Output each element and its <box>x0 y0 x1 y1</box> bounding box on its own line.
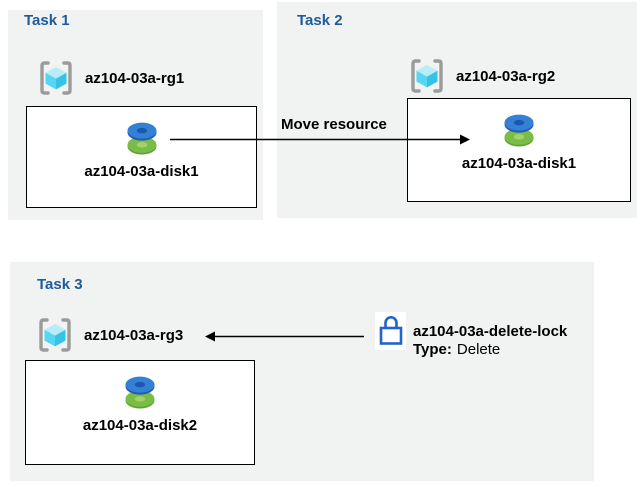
task3-panel: Task 3 az104-03a-rg3 az104-03a-disk2 <box>10 262 594 481</box>
move-resource-label: Move resource <box>281 116 387 133</box>
task1-panel: Task 1 az104-03a-rg1 az104-03a-disk1 <box>8 10 263 220</box>
task2-resource-group-label: az104-03a-rg2 <box>456 67 556 85</box>
lock-name: az104-03a-delete-lock <box>413 323 568 340</box>
resource-group-icon <box>39 318 71 352</box>
lock-type-label: Type: <box>413 341 452 358</box>
task2-resource-group: az104-03a-rg2 <box>407 56 555 96</box>
resource-group-icon <box>411 59 443 93</box>
disk-icon <box>125 376 155 409</box>
task2-resource-label: az104-03a-disk1 <box>461 155 577 172</box>
task1-resource-group: az104-03a-rg1 <box>36 58 184 98</box>
resource-group-icon <box>40 61 72 95</box>
task1-title: Task 1 <box>24 12 70 29</box>
task3-resource-box: az104-03a-disk2 <box>25 360 255 465</box>
task3-resource-label: az104-03a-disk2 <box>82 417 198 434</box>
lock-type: Type:Delete <box>413 341 567 359</box>
padlock-icon <box>379 316 402 345</box>
lock-chip <box>375 312 406 350</box>
task3-resource-group-label: az104-03a-rg3 <box>84 326 184 344</box>
lock-type-value: Delete <box>456 341 501 358</box>
task2-title: Task 2 <box>297 12 343 29</box>
disk-icon <box>504 114 534 147</box>
task3-title: Task 3 <box>37 276 83 293</box>
disk-icon <box>127 122 156 155</box>
task3-resource-group: az104-03a-rg3 <box>35 315 183 355</box>
task2-resource-box: az104-03a-disk1 <box>407 98 631 202</box>
task2-panel: Task 2 az104-03a-rg2 az104-03a-disk1 <box>277 2 637 218</box>
task1-resource-box: az104-03a-disk1 <box>26 106 257 208</box>
task1-resource-group-label: az104-03a-rg1 <box>85 69 185 87</box>
lock-annotation: az104-03a-delete-lock Type:Delete <box>413 323 567 359</box>
task1-resource-label: az104-03a-disk1 <box>84 163 199 180</box>
